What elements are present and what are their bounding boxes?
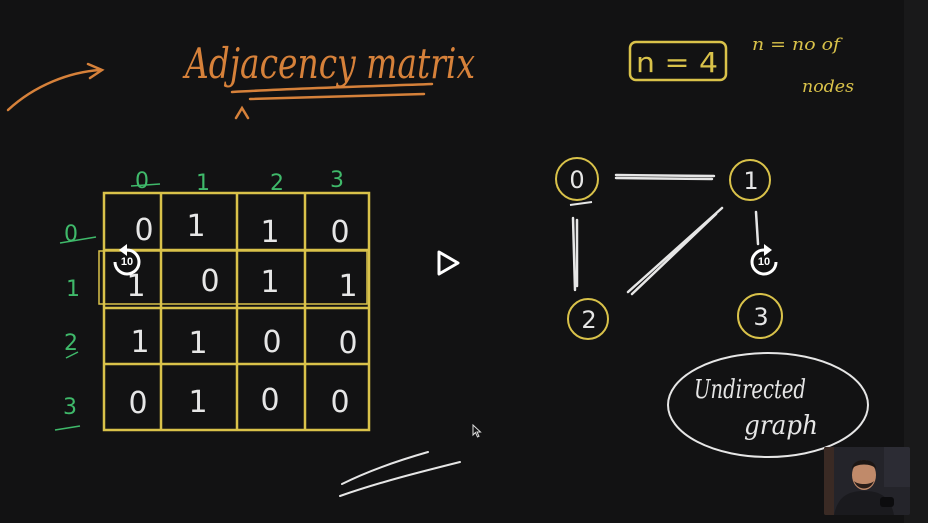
caption-line-2: graph (744, 411, 818, 441)
webcam-overlay (824, 447, 910, 515)
node-label: 2 (581, 306, 596, 334)
node-label: 0 (569, 166, 584, 194)
row-header: 1 (66, 277, 80, 302)
matrix-cell: 0 (338, 326, 357, 361)
matrix-cell: 1 (188, 326, 207, 361)
play-button[interactable] (434, 248, 462, 278)
col-header-strokes (130, 183, 161, 187)
row-header: 0 (64, 222, 78, 247)
col-header: 0 (135, 169, 149, 194)
n-label: n = 4 (636, 46, 718, 79)
matrix-cells: 0 1 1 0 1 0 1 1 1 1 0 0 0 1 0 0 (126, 209, 357, 421)
matrix-cell: 1 (260, 215, 279, 250)
matrix-cell: 1 (338, 269, 357, 304)
n-box (628, 40, 728, 82)
matrix-col-headers: 0 1 2 3 (135, 168, 344, 196)
row-header-strokes (54, 236, 97, 431)
rewind-10-button[interactable]: 10 (107, 242, 147, 282)
graph-edges (571, 173, 760, 296)
col-header: 2 (270, 171, 284, 196)
node-label: 1 (743, 167, 758, 195)
play-icon (437, 250, 460, 276)
node-label: 3 (753, 303, 768, 331)
edge-0-2 (571, 216, 579, 292)
node-3-circle (737, 293, 783, 339)
node-0-underline (569, 201, 593, 206)
edge-1-2 (626, 206, 724, 296)
row-header: 2 (64, 331, 78, 356)
matrix-cell: 1 (186, 209, 205, 244)
row-header: 3 (63, 395, 77, 420)
forward-10-button[interactable]: 10 (744, 242, 784, 282)
edge-0-1 (614, 173, 716, 181)
col-header: 1 (196, 171, 210, 196)
forward-10-icon (750, 244, 778, 276)
matrix-cell: 0 (200, 264, 219, 299)
matrix-cell: 0 (128, 386, 147, 421)
caption-line-1: Undirected (694, 375, 806, 405)
presenter-avatar (824, 447, 910, 515)
rewind-seconds: 10 (120, 256, 134, 268)
edge-1-3 (754, 210, 760, 246)
matrix-cell: 0 (260, 383, 279, 418)
rewind-10-icon (113, 244, 141, 276)
matrix-cell: 1 (260, 265, 279, 300)
caption-ellipse (667, 352, 869, 458)
node-0-circle (555, 157, 599, 201)
node-2-circle (567, 298, 609, 340)
scrollbar-track[interactable] (904, 0, 928, 523)
matrix-cell: 0 (262, 325, 281, 360)
matrix-grid (98, 191, 371, 432)
col-header: 3 (330, 168, 344, 193)
graph-node-labels: 0 1 2 3 (569, 166, 768, 334)
mouse-cursor-icon (472, 423, 482, 442)
matrix-cell: 1 (130, 325, 149, 360)
matrix-cell: 0 (134, 213, 153, 248)
stray-strokes (339, 451, 461, 497)
graph-nodes (555, 157, 783, 340)
title-text: Adjacency matrix (182, 39, 475, 88)
title-underline (230, 82, 434, 120)
matrix-cell: 1 (126, 269, 145, 304)
matrix-cell: 0 (330, 215, 349, 250)
n-note-line-1: n = no of (752, 35, 843, 55)
n-note-line-2: nodes (802, 77, 854, 97)
node-1-circle (729, 159, 771, 201)
matrix-row-headers: 0 1 2 3 (63, 222, 80, 420)
forward-seconds: 10 (757, 256, 771, 268)
matrix-cell: 0 (330, 385, 349, 420)
decorative-arrow (6, 62, 105, 112)
matrix-cell: 1 (188, 385, 207, 420)
